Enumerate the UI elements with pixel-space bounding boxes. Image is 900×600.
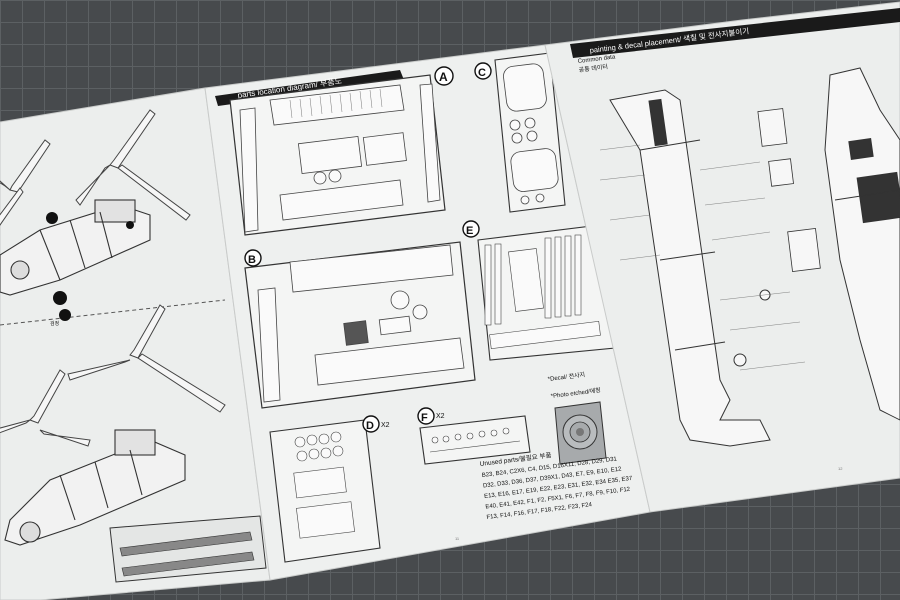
assembly-page: 검정	[0, 87, 271, 600]
blade-detail-box	[109, 515, 267, 583]
parts-page-number: 11	[455, 536, 460, 541]
sprue-e-badge	[462, 220, 480, 238]
rotor-blades-top	[0, 109, 191, 226]
sprue-d-quantity: X2	[381, 422, 390, 429]
fuselage-side-view	[824, 67, 900, 421]
sprue-b-badge	[244, 249, 262, 267]
sprue-c: C	[474, 52, 566, 213]
sprue-d-label: D	[366, 420, 374, 432]
photo-etched-sheet	[554, 401, 607, 465]
sprue-c-badge	[474, 62, 492, 80]
chinook-fuselage-top	[0, 199, 151, 296]
sprue-b: B	[244, 241, 476, 409]
sprue-c-label: C	[478, 67, 486, 79]
sprue-e: E	[462, 220, 616, 361]
decal-callout-markers	[46, 212, 134, 321]
sprue-f-badge	[417, 407, 435, 425]
sprue-f: F X2	[417, 407, 531, 465]
step-divider	[0, 299, 226, 326]
sprue-d: D X2	[269, 415, 390, 563]
sprue-b-label: B	[248, 254, 256, 266]
common-data-label-ko: 공통 데이터	[578, 62, 608, 74]
rotor-blades-bottom	[0, 304, 226, 447]
fuselage-top-view	[609, 89, 771, 447]
painting-page-number: 12	[838, 466, 843, 471]
sprue-a-label: A	[439, 70, 448, 84]
sprue-d-badge	[362, 415, 380, 433]
sprue-a: A	[229, 66, 454, 236]
chinook-fuselage-bottom	[4, 429, 186, 546]
parts-page: parts location diagram/ 부품도	[204, 44, 651, 581]
painting-banner	[570, 8, 900, 58]
callout-label: 검정	[50, 320, 59, 327]
common-data-label: Common data	[578, 54, 617, 65]
sprue-e-label: E	[466, 225, 473, 237]
decal-leader-lines	[599, 144, 806, 371]
decal-detail-parts	[757, 108, 821, 273]
sprue-a-badge	[434, 66, 454, 86]
sprue-f-quantity: X2	[436, 413, 445, 420]
sprue-f-label: F	[421, 412, 428, 424]
